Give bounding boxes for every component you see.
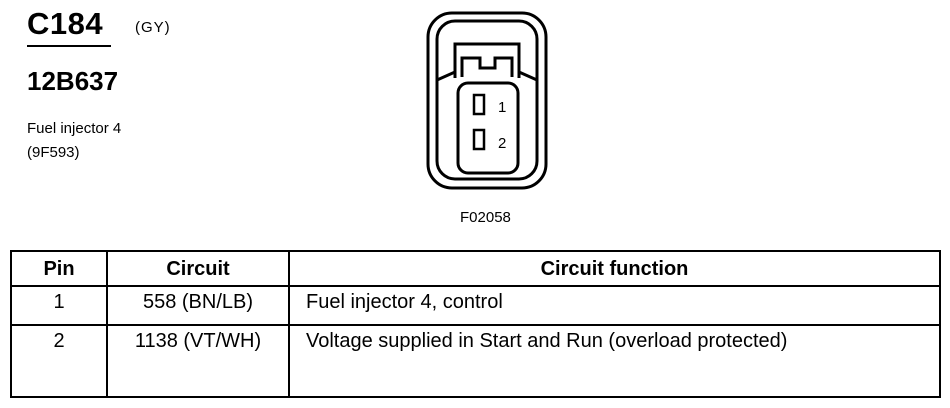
pin-2-label: 2 — [498, 135, 506, 152]
circuit-cell: 1138 (VT/WH) — [106, 324, 290, 398]
latch-shoulder-left — [436, 70, 456, 82]
column-header-circuit: Circuit — [106, 250, 290, 287]
locking-latch — [453, 42, 521, 78]
circuit-function-cell: Fuel injector 4, control — [288, 285, 941, 326]
table-header-row: Pin Circuit Circuit function — [10, 250, 941, 287]
pinout-table: Pin Circuit Circuit function 1 558 (BN/L… — [10, 250, 941, 398]
circuit-function-cell: Voltage supplied in Start and Run (overl… — [288, 324, 941, 398]
terminal-cavity-block — [456, 81, 520, 175]
latch-tab — [460, 56, 514, 77]
part-number: 12B637 — [27, 66, 119, 96]
connector-id: C184 — [27, 6, 104, 41]
connector-color-code: (GY) — [135, 19, 171, 36]
component-name: Fuel injector 4 — [27, 120, 122, 137]
component-base-part: (9F593) — [27, 144, 80, 161]
connector-id-underline — [27, 45, 111, 47]
latch-shoulder-right — [518, 70, 538, 82]
column-header-pin: Pin — [10, 250, 108, 287]
connector-inner-shell — [435, 19, 539, 181]
table-row: 2 1138 (VT/WH) Voltage supplied in Start… — [10, 324, 941, 398]
figure-id: F02058 — [460, 209, 511, 226]
connector-face-diagram: 1 2 — [426, 11, 548, 190]
pin-1-label: 1 — [498, 99, 506, 116]
column-header-circuit-function: Circuit function — [288, 250, 941, 287]
table-row: 1 558 (BN/LB) Fuel injector 4, control — [10, 285, 941, 326]
pin-cell: 2 — [10, 324, 108, 398]
circuit-cell: 558 (BN/LB) — [106, 285, 290, 326]
connector-outer-shell — [426, 11, 548, 190]
pin-2-terminal — [472, 128, 486, 151]
pin-cell: 1 — [10, 285, 108, 326]
pin-1-terminal — [472, 93, 486, 116]
